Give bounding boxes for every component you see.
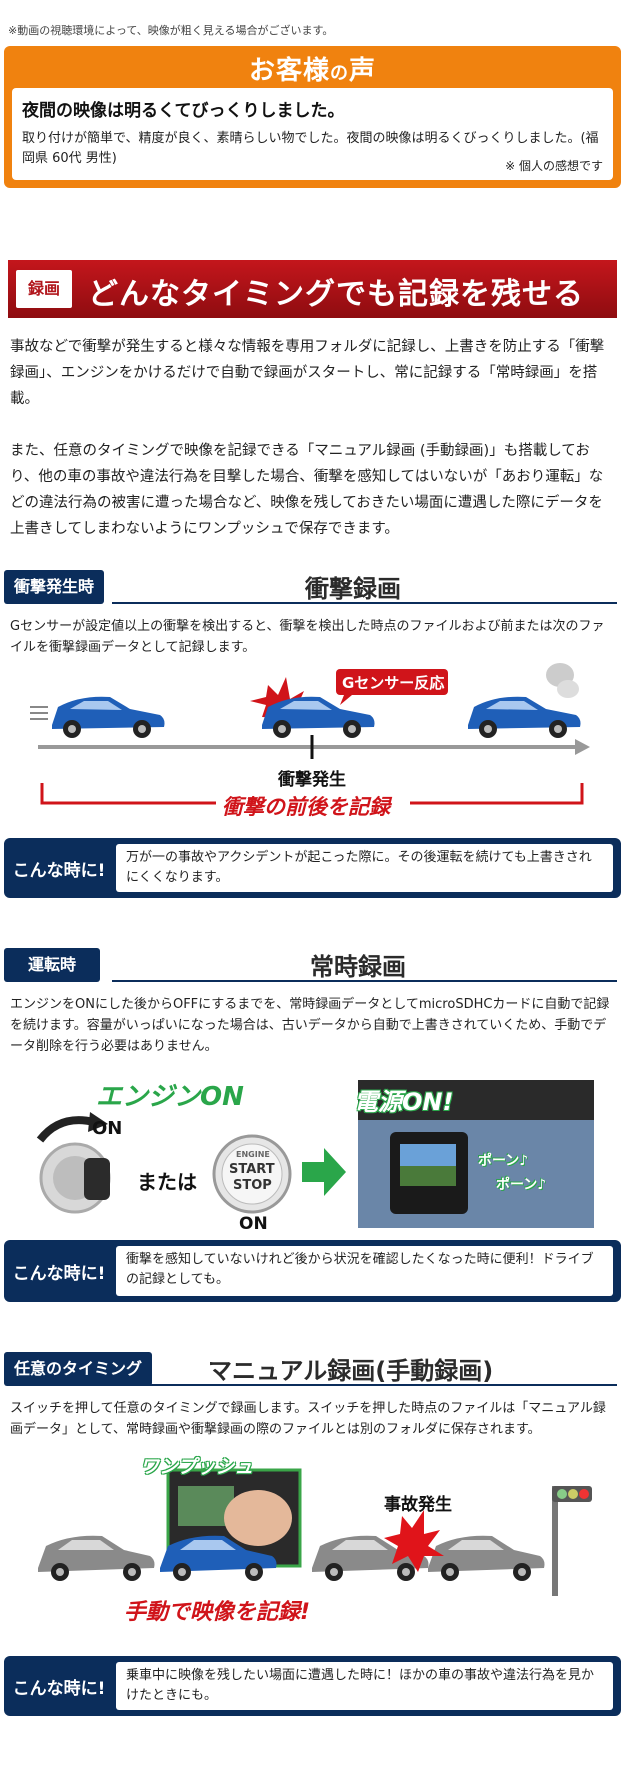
button-engine-label: ENGINE [236,1150,270,1159]
intro-paragraph-1: 事故などで衝撃が発生すると様々な情報を専用フォルダに記録し、上書きを防止する「衝… [10,339,605,407]
impact-when-label: こんな時に! [12,860,106,881]
green-arrow-icon [302,1148,346,1196]
customer-voice-box: お客様の声 夜間の映像は明るくてびっくりしました。 取り付けが簡単で、精度が良く… [4,46,621,188]
video-disclaimer: ※動画の視聴環境によって、映像が粗く見える場合がございます。 [8,24,334,37]
g-sensor-label: Gセンサー反応 [342,674,445,692]
constant-section-title: 常時録画 [310,953,406,981]
constant-section-rule [112,980,617,982]
manual-when-label: こんな時に! [12,1678,106,1699]
constant-description: エンジンをONにした後からOFFにするまでを、常時録画データとしてmicroSD… [10,997,610,1054]
sound-label-2: ポーン♪ [496,1177,547,1193]
banner-tag: 録画 [16,270,72,308]
power-on-label: 電源ON! [354,1088,454,1116]
start-stop-button-icon [212,1134,292,1214]
accident-burst-icon [384,1510,444,1572]
manual-section-title: マニュアル録画(手動録画) [208,1357,494,1385]
manual-section-tag: 任意のタイミング [4,1352,153,1386]
voice-title-no: の [330,63,349,84]
impact-diagram [30,663,590,805]
or-label: または [137,1170,197,1194]
impact-illustration: Gセンサー反応 衝撃発生 衝撃の前後を記録 [0,655,625,830]
one-push-label: ワンプッシュ [140,1456,254,1478]
traffic-light-icon [552,1486,592,1596]
impact-section-title: 衝撃録画 [305,575,401,603]
car-impact-icon [262,696,375,738]
impact-record-label: 衝撃の前後を記録 [222,795,390,819]
constant-when-text: 衝撃を感知していないけれど後から状況を確認したくなった時に便利！ドライブの記録と… [116,1246,613,1296]
manual-illustration: ワンプッシュ 事故発生 手動で映像を記録! [0,1446,625,1646]
sound-label-1: ポーン♪ [478,1153,529,1169]
voice-title-end: 声 [349,56,377,86]
banner-heading: どんなタイミングでも記録を残せる [88,277,584,312]
constant-diagram [36,1080,594,1228]
constant-illustration: エンジンON ON または ENGINE START STOP ON 電源ON!… [0,1070,625,1235]
gray-car-left-icon [38,1535,155,1581]
customer-voice-title: お客様の声 [4,50,621,87]
impact-burst-icon [250,677,312,719]
manual-description: スイッチを押して任意のタイミングで録画します。スイッチを押した時点のファイルは「… [10,1401,606,1437]
accident-car-1-icon [312,1535,429,1581]
button-stop-label: STOP [233,1178,272,1193]
dashcam-photo [358,1080,594,1228]
voice-headline: 夜間の映像は明るくてびっくりしました。 [22,101,345,121]
manual-when-box: こんな時に! 乗車中に映像を残したい場面に遭遇した時に！ほかの車の事故や違法行為… [4,1656,621,1716]
impact-section-rule [112,602,617,604]
accident-car-2-icon [428,1535,545,1581]
constant-section-tag: 運転時 [4,948,100,982]
voice-text: 取り付けが簡単で、精度が良く、素晴らしい物でした。夜間の映像は明るくびっくりしま… [22,131,599,166]
impact-when-text: 万が一の事故やアクシデントが起こった際に。その後運転を続けても上書きされにくくな… [116,844,613,892]
recording-banner: 録画 どんなタイミングでも記録を残せる [8,260,617,318]
button-start-label: START [229,1162,275,1177]
impact-when-box: こんな時に! 万が一の事故やアクシデントが起こった際に。その後運転を続けても上書… [4,838,621,898]
customer-voice-body: 夜間の映像は明るくてびっくりしました。 取り付けが簡単で、精度が良く、素晴らしい… [12,88,613,180]
key-on-label: ON [92,1118,123,1139]
car-before-icon [52,696,165,738]
impact-section-tag: 衝撃発生時 [4,570,105,604]
manual-record-label: 手動で映像を記録! [124,1600,311,1625]
ignition-key-icon [36,1112,111,1214]
button-on-label: ON [239,1214,268,1234]
car-after-icon [468,663,581,738]
manual-diagram [38,1468,592,1596]
constant-when-box: こんな時に! 衝撃を感知していないけれど後から状況を確認したくなった時に便利！ド… [4,1240,621,1302]
voice-note: ※ 個人の感想です [505,159,603,173]
constant-when-label: こんな時に! [12,1263,106,1284]
own-car-icon [160,1535,277,1581]
intro-paragraph-2: また、任意のタイミングで映像を記録できる「マニュアル録画 (手動録画)」も搭載し… [10,443,604,537]
engine-on-label: エンジンON [96,1082,244,1112]
accident-label: 事故発生 [384,1495,452,1515]
impact-event-label: 衝撃発生 [278,770,346,790]
impact-description: Gセンサーが設定値以上の衝撃を検出すると、衝撃を検出した時点のファイルおよび前ま… [10,619,605,655]
manual-when-text: 乗車中に映像を残したい場面に遭遇した時に！ほかの車の事故や違法行為を見かけたとき… [116,1662,613,1710]
voice-title-main: お客様 [248,56,330,86]
manual-section-rule [148,1384,617,1386]
